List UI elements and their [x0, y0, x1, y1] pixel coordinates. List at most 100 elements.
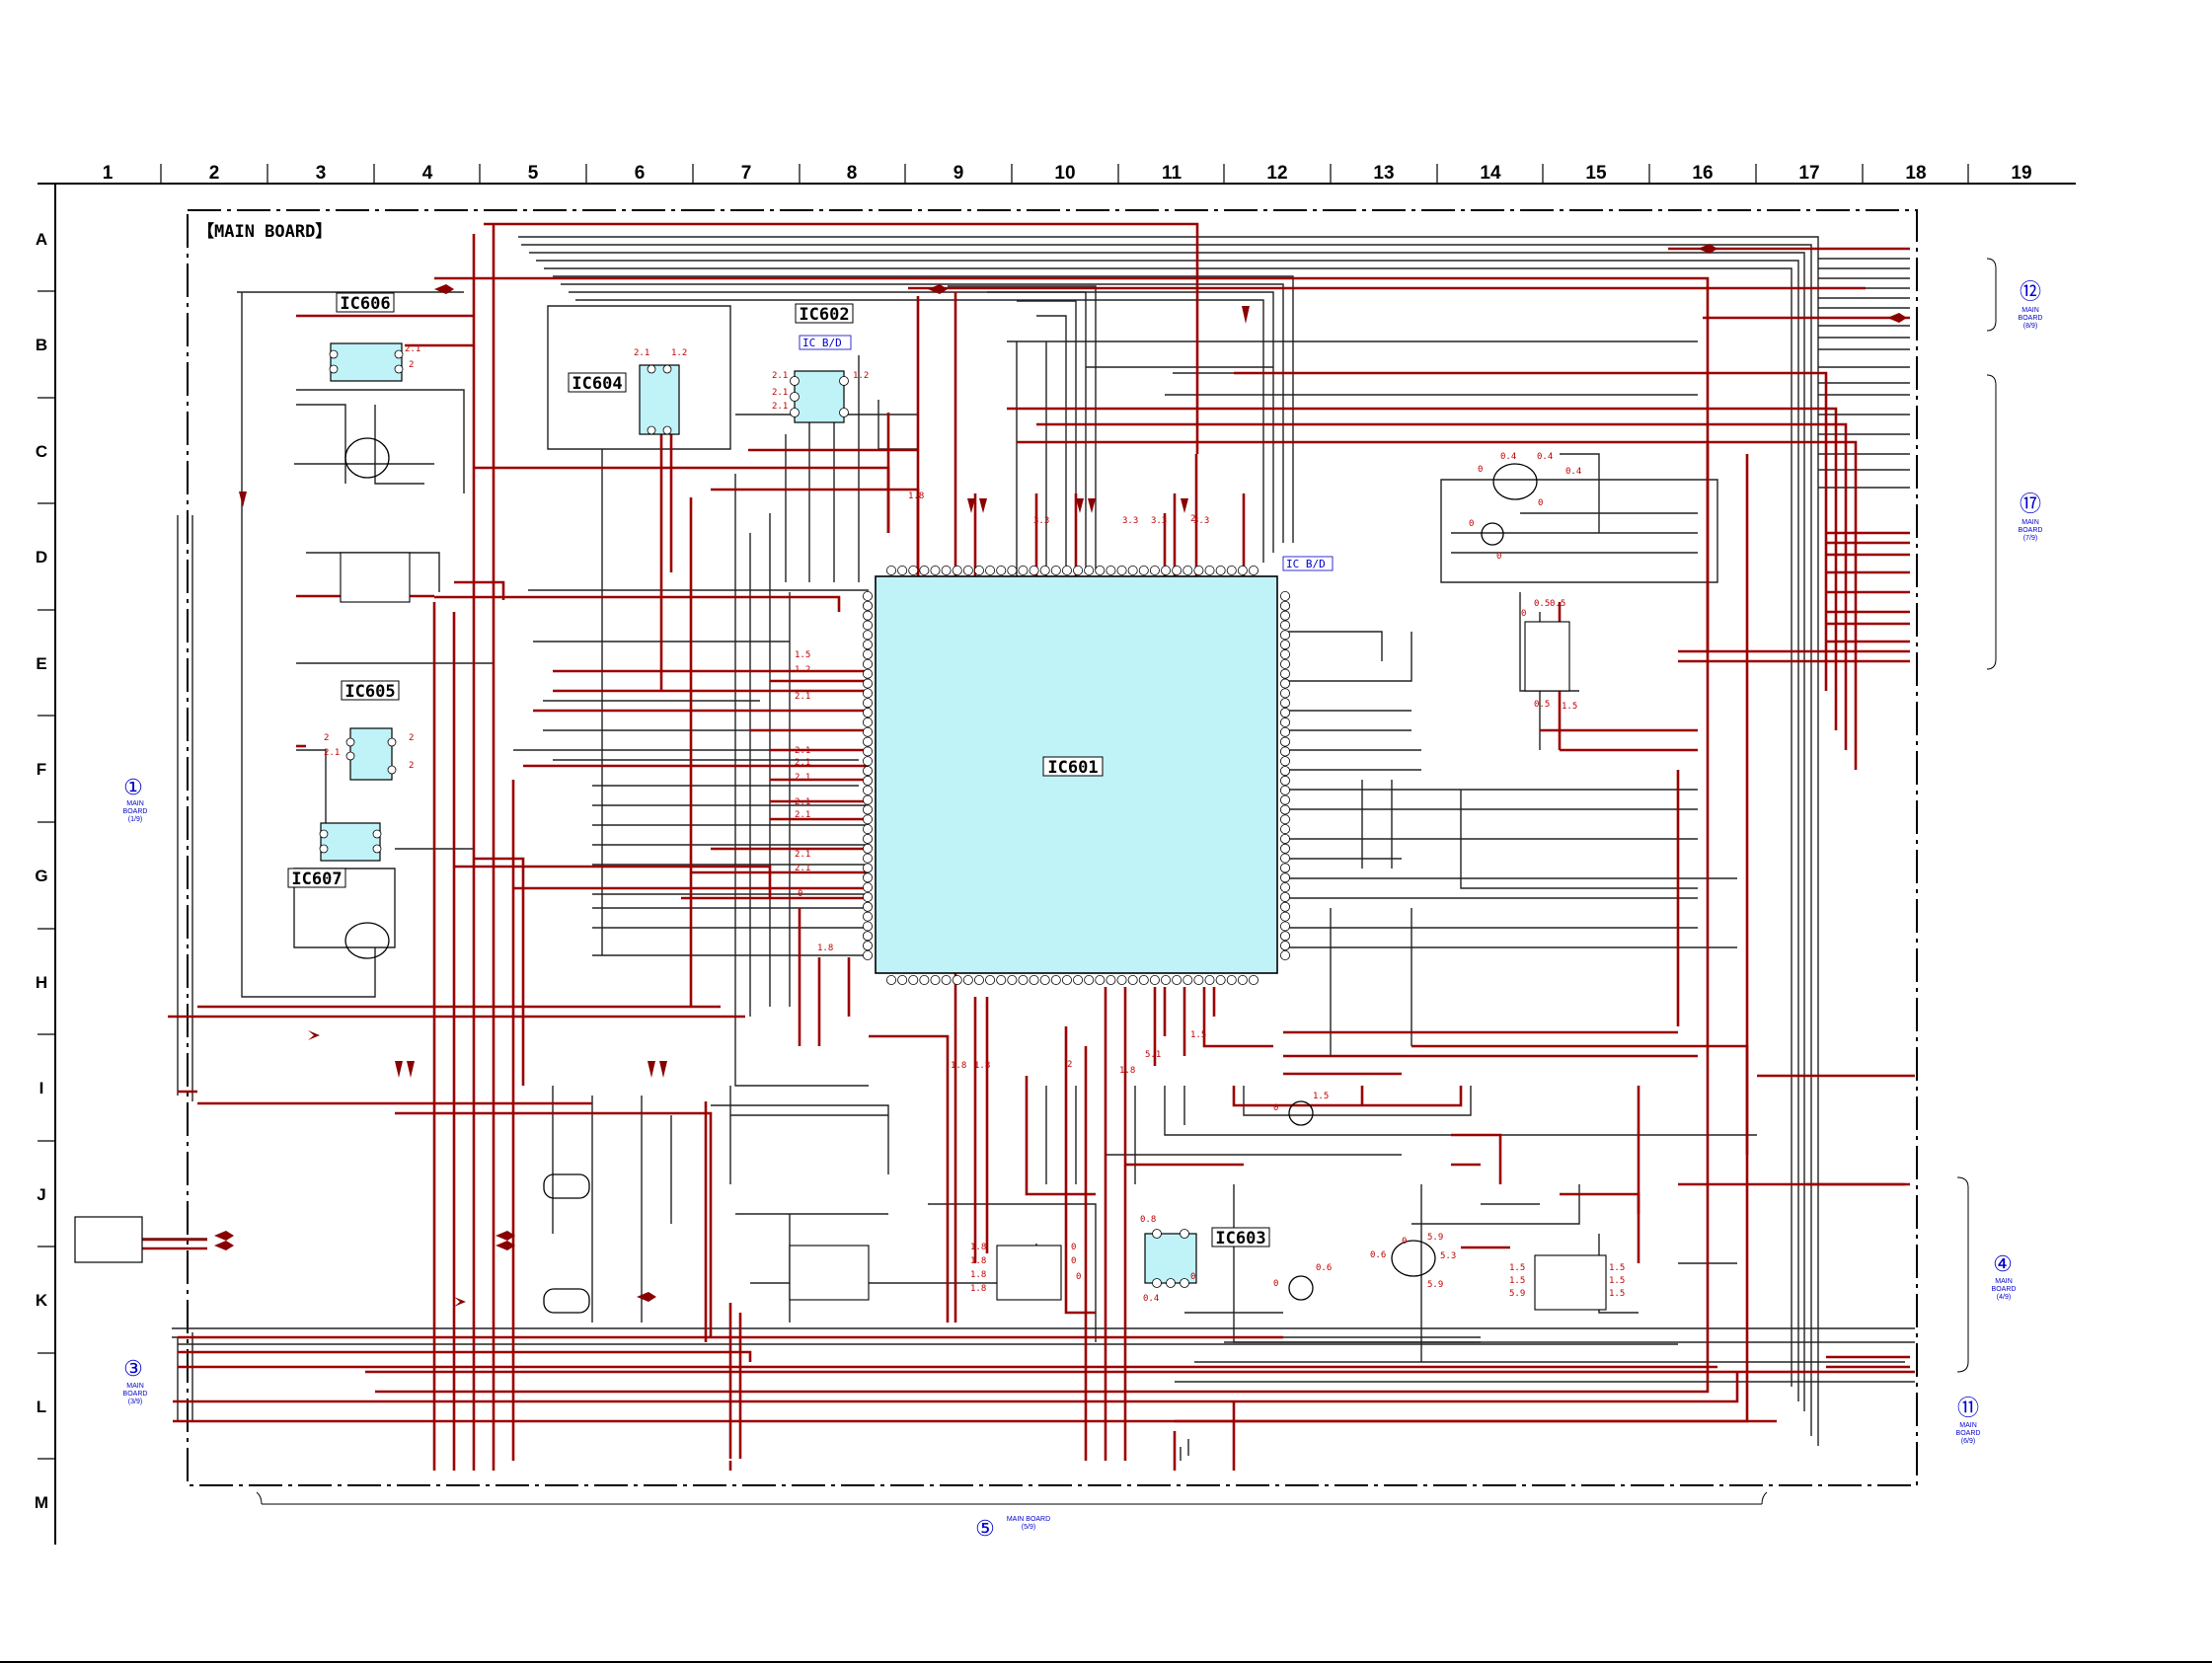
- ic601-pin: [863, 785, 874, 795]
- ic601-pin: [863, 610, 874, 621]
- ic601-pin: [908, 975, 919, 986]
- voltage: 1.8: [817, 944, 833, 953]
- ic601-pin: [863, 794, 874, 805]
- ic601-pin: [863, 882, 874, 893]
- transistors: [344, 437, 1538, 1314]
- voltage: 0: [1273, 1279, 1278, 1289]
- voltage: 0: [1521, 609, 1526, 619]
- ic601-pin: [908, 566, 919, 576]
- svg-text:(7/9): (7/9): [2023, 535, 2037, 542]
- connector-callouts: ① MAIN BOARD (1/9) ③ MAIN BOARD (3/9) ⑫ …: [123, 258, 2043, 1541]
- row-label: K: [36, 1291, 48, 1310]
- svg-text:⑤: ⑤: [975, 1516, 995, 1541]
- svg-text:BOARD: BOARD: [1956, 1430, 1981, 1437]
- ic601-pin: [941, 566, 952, 576]
- voltage: 0.4: [1143, 1294, 1159, 1304]
- ic601-pin: [1084, 975, 1095, 986]
- voltage: 1.5: [795, 650, 810, 660]
- connector-1: ① MAIN BOARD (1/9): [123, 775, 148, 823]
- voltage: 1.2: [853, 371, 869, 381]
- ic601-pin: [863, 726, 874, 737]
- voltage: 0.5: [1534, 599, 1550, 609]
- voltage: 2: [324, 733, 329, 743]
- connector-4: ④ MAIN BOARD (4/9): [1992, 1251, 2017, 1301]
- ic601-pin: [1280, 640, 1291, 650]
- ic601-pin: [1127, 975, 1138, 986]
- row-label: C: [36, 442, 47, 461]
- ic601-pin: [863, 911, 874, 922]
- svg-text:⑪: ⑪: [1957, 1396, 1979, 1420]
- ic601-pin: [1280, 785, 1291, 795]
- col-label: 3: [316, 163, 327, 184]
- red-wiring: [138, 222, 1915, 1471]
- ic601-pin: [1280, 698, 1291, 709]
- grid-frame: [38, 164, 2076, 1545]
- voltage: 1.5: [1190, 1030, 1206, 1040]
- ic603: IC603 0.8 0.4 0: [1140, 1215, 1270, 1304]
- ic601-pin: [863, 600, 874, 611]
- ic601-pin: [962, 975, 973, 986]
- row-label: E: [36, 654, 46, 673]
- col-label: 10: [1054, 163, 1075, 184]
- ic601-pin: [1182, 975, 1193, 986]
- voltage: 3.3: [1033, 516, 1049, 526]
- voltage: 2: [1190, 514, 1195, 524]
- ic601-pin: [973, 975, 984, 986]
- svg-text:④: ④: [1993, 1251, 2013, 1276]
- voltage: 1.5: [1609, 1263, 1625, 1273]
- ic601-pin: [952, 566, 962, 576]
- ic606-label: IC606: [340, 294, 390, 314]
- voltage: 0: [1496, 552, 1501, 562]
- ic601-pin: [1204, 975, 1215, 986]
- voltage: 1.5: [1609, 1289, 1625, 1299]
- ic601-pin: [1280, 941, 1291, 951]
- voltage: 2: [409, 360, 414, 370]
- upper-right-voltages: 0 0.4 0.4 0 0.4 0 0 0 0.5 0.5 1.5 0.5: [1469, 452, 1581, 712]
- ic601-pin: [1172, 566, 1182, 576]
- voltage: 2: [409, 761, 414, 771]
- ic601-pin: [1280, 882, 1291, 893]
- ic601-pin: [1280, 901, 1291, 912]
- voltage: 2.1: [772, 371, 788, 381]
- svg-text:⑫: ⑫: [2020, 279, 2041, 304]
- connector-3: ③ MAIN BOARD (3/9): [123, 1356, 148, 1405]
- voltage: 1.8: [970, 1270, 986, 1280]
- voltage: 0: [1071, 1243, 1076, 1252]
- ic601-pin: [952, 975, 962, 986]
- ic601-pin: [1127, 566, 1138, 576]
- col-label: 8: [847, 163, 858, 184]
- ic601-pin: [863, 833, 874, 844]
- ic601-pin: [863, 649, 874, 660]
- voltage: 0: [1478, 465, 1483, 475]
- ic601-pin: [1073, 566, 1084, 576]
- voltage: 0: [1273, 1103, 1278, 1113]
- ic601-pin: [1161, 975, 1172, 986]
- ic601-pin: [930, 975, 941, 986]
- svg-text:BOARD: BOARD: [2019, 315, 2043, 322]
- col-label: 16: [1692, 163, 1713, 184]
- ic601-pin: [1280, 610, 1291, 621]
- ic601-pin: [1280, 717, 1291, 727]
- col-label: 13: [1373, 163, 1394, 184]
- voltage: 0: [798, 889, 802, 899]
- ic601-pin: [863, 658, 874, 669]
- voltage: 1.2: [795, 665, 810, 675]
- ic601-pin: [1280, 814, 1291, 825]
- ic601-pin: [863, 630, 874, 641]
- ic601-pin: [1280, 726, 1291, 737]
- voltage: 1.8: [974, 1061, 990, 1071]
- voltage: 2.1: [795, 773, 810, 783]
- ic605-label: IC605: [344, 682, 395, 702]
- ic601-pin: [996, 566, 1007, 576]
- svg-text:MAIN BOARD: MAIN BOARD: [1007, 1516, 1050, 1523]
- svg-text:③: ③: [123, 1356, 143, 1381]
- svg-text:(4/9): (4/9): [1997, 1294, 2011, 1301]
- ic601-pin: [863, 814, 874, 825]
- ic601-pin: [1084, 566, 1095, 576]
- ic601-pin: [1280, 853, 1291, 864]
- ic601-pin: [886, 975, 897, 986]
- svg-text:MAIN: MAIN: [2021, 307, 2039, 314]
- voltage: 0.5: [1550, 599, 1565, 609]
- voltage: 5.9: [1427, 1280, 1443, 1290]
